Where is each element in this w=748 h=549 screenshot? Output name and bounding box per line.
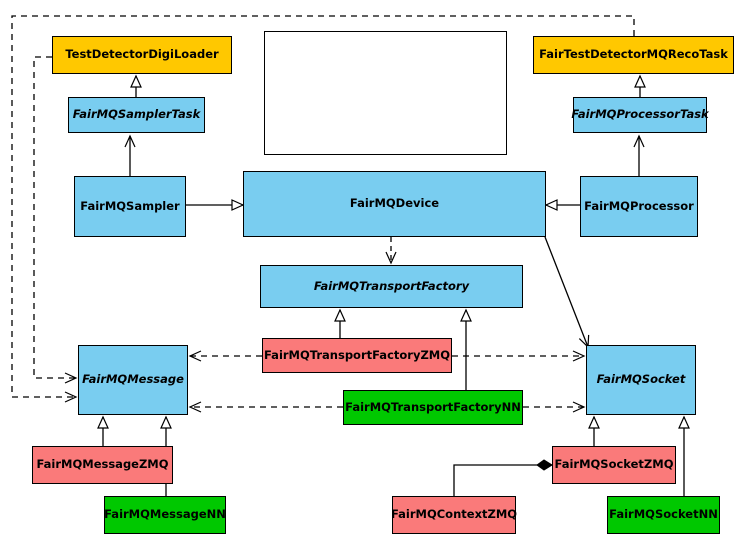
class-node-label: TestDetectorDigiLoader <box>65 47 219 62</box>
class-node-label: FairMQMessage <box>82 372 184 387</box>
class-node-FairMQContextZMQ[interactable]: FairMQContextZMQ <box>390 496 518 534</box>
class-node-label: FairMQDevice <box>349 196 440 211</box>
class-node-label: FairMQProcessor <box>584 198 694 213</box>
class-node-FairMQTransportFactoryNN[interactable]: FairMQTransportFactoryNN <box>343 390 523 425</box>
class-node-FairMQMessageZMQ[interactable]: FairMQMessageZMQ <box>32 446 173 484</box>
class-node-FairMQSamplerTask[interactable]: FairMQSamplerTask <box>68 97 205 133</box>
class-node-label: FairMQContextZMQ <box>390 507 518 522</box>
class-node-TestDetectorDigiLoader[interactable]: TestDetectorDigiLoader <box>52 36 232 74</box>
class-node-label: FairMQSocket <box>596 372 686 387</box>
class-node-label: FairMQTransportFactoryZMQ <box>264 347 451 362</box>
class-node-label: FairMQMessageZMQ <box>36 457 169 472</box>
edge-contextzmq-socketzmq <box>453 459 553 496</box>
class-node-FairMQSampler[interactable]: FairMQSampler <box>74 176 186 237</box>
class-node-label: FairMQMessageNN <box>104 507 226 522</box>
class-node-FairMQProcessor[interactable]: FairMQProcessor <box>580 176 698 237</box>
class-node-label: FairMQSampler <box>80 198 180 213</box>
class-node-FairMQProcessorTask[interactable]: FairMQProcessorTask <box>571 97 709 133</box>
class-node-FairMQSocketNN[interactable]: FairMQSocketNN <box>607 496 720 534</box>
class-node-FairMQDevice[interactable]: FairMQDevice <box>243 171 546 237</box>
class-node-FairMQSocket[interactable]: FairMQSocket <box>586 345 696 415</box>
class-node-label: FairTestDetectorMQRecoTask <box>539 47 728 62</box>
class-node-label: FairMQTransportFactory <box>313 278 470 293</box>
legend-panel <box>264 31 507 155</box>
class-node-FairMQMessageNN[interactable]: FairMQMessageNN <box>104 496 226 534</box>
class-node-FairMQMessage[interactable]: FairMQMessage <box>78 345 188 415</box>
class-node-FairMQTransportFactoryZMQ[interactable]: FairMQTransportFactoryZMQ <box>262 338 452 373</box>
class-node-FairMQTransportFactory[interactable]: FairMQTransportFactory <box>260 265 523 308</box>
class-node-label: FairMQTransportFactoryNN <box>345 399 521 414</box>
class-node-label: FairMQSocketNN <box>609 507 718 522</box>
class-node-label: FairMQProcessorTask <box>571 107 709 122</box>
class-node-label: FairMQSocketZMQ <box>554 457 674 472</box>
edge-device-socket <box>544 236 590 349</box>
class-node-FairMQSocketZMQ[interactable]: FairMQSocketZMQ <box>552 446 676 484</box>
class-node-FairTestDetectorMQRecoTask[interactable]: FairTestDetectorMQRecoTask <box>533 36 734 74</box>
class-node-label: FairMQSamplerTask <box>72 107 201 122</box>
